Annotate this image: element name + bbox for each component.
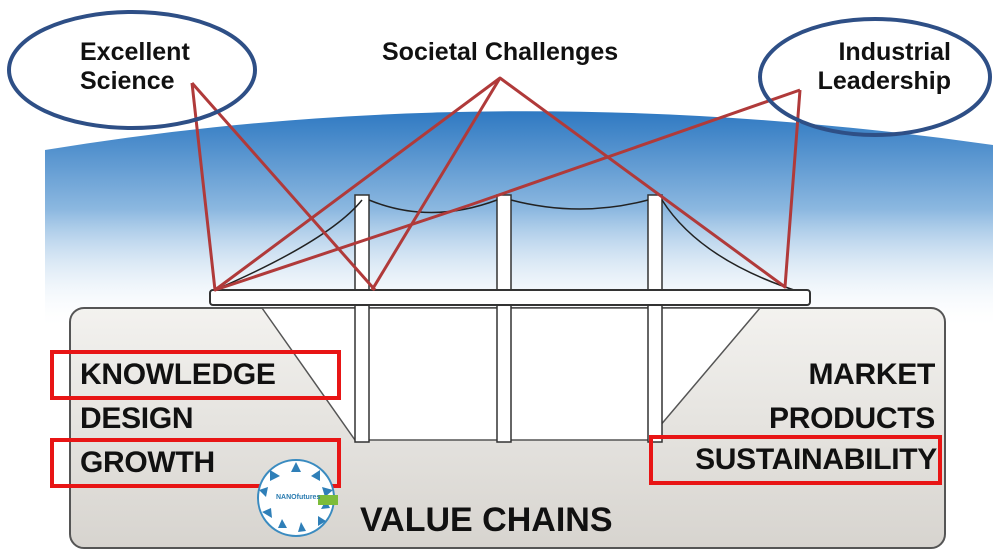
nanofutures-logo: [257, 459, 338, 537]
term-design: DESIGN: [80, 402, 194, 435]
term-growth: GROWTH: [80, 446, 215, 479]
label-industrial-leadership: Industrial Leadership: [817, 38, 951, 95]
bridge-tower-2: [496, 194, 512, 443]
highlight-growth: [50, 438, 341, 488]
ellipse-excellent-science: [7, 10, 257, 130]
bridge-tower-3: [647, 194, 663, 443]
highlight-knowledge: [50, 350, 341, 400]
term-products: PRODUCTS: [769, 402, 935, 435]
term-market: MARKET: [808, 358, 935, 391]
bridge-tower-1: [354, 194, 370, 443]
connector-lines: [190, 76, 802, 292]
term-knowledge: KNOWLEDGE: [80, 358, 276, 391]
label-societal-challenges: Societal Challenges: [382, 38, 619, 66]
bridge-deck: [209, 289, 811, 306]
suspension-cables: [214, 199, 801, 293]
ellipse-industrial-leadership: [758, 17, 992, 137]
highlight-sustainability: [649, 435, 942, 485]
logo-text: NANOfutures: [276, 494, 321, 501]
value-chains-title: VALUE CHAINS: [360, 501, 613, 539]
term-sustainability: SUSTAINABILITY: [695, 443, 937, 476]
label-excellent-science: Excellent Science: [80, 38, 190, 95]
